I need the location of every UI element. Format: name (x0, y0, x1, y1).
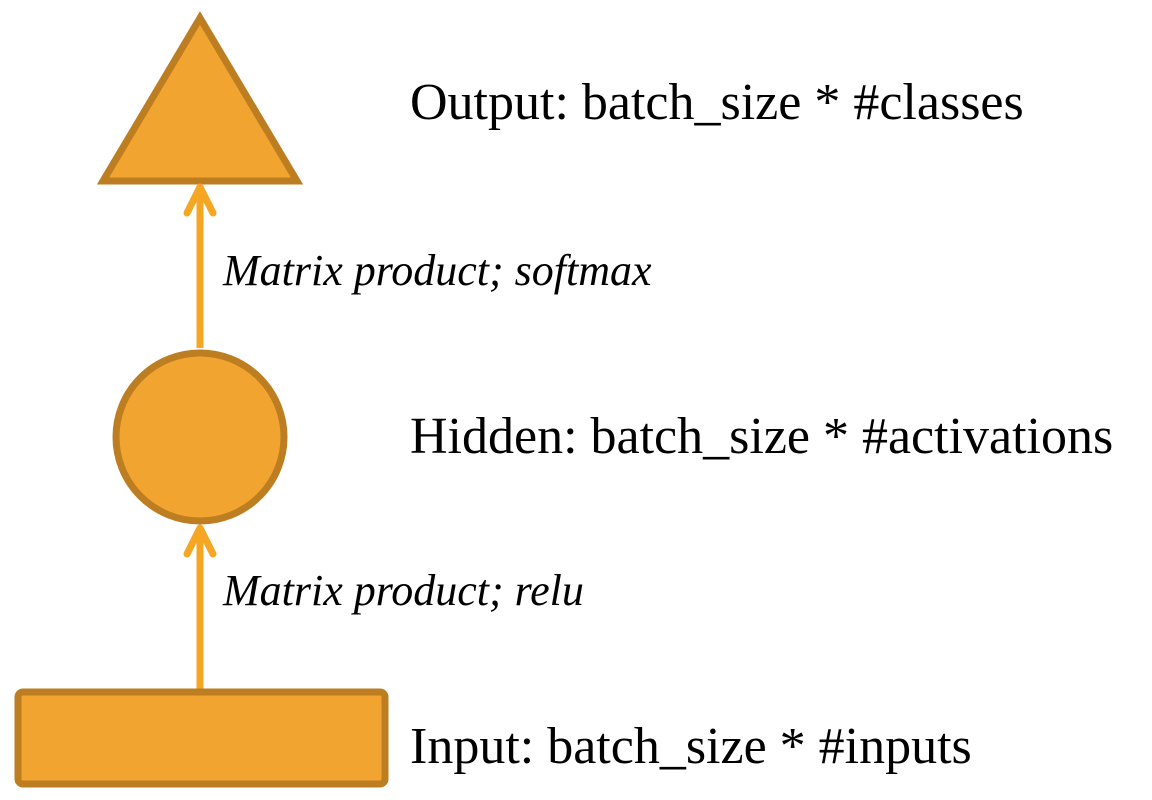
arrow-up-icon (183, 183, 217, 217)
input-node-rectangle (14, 688, 389, 788)
hidden-node-label: Hidden: batch_size * #activations (410, 408, 1114, 465)
edge-hidden-to-output-arrow (183, 183, 217, 348)
edge-input-to-hidden-arrow (183, 524, 217, 690)
hidden-node-circle (112, 349, 288, 525)
arrow-up-icon (183, 524, 217, 558)
output-node-label: Output: batch_size * #classes (410, 74, 1024, 131)
edge-label-relu: Matrix product; relu (223, 566, 584, 615)
output-node-triangle (96, 11, 304, 185)
edge-label-softmax: Matrix product; softmax (223, 246, 652, 295)
input-node-label: Input: batch_size * #inputs (410, 718, 972, 775)
